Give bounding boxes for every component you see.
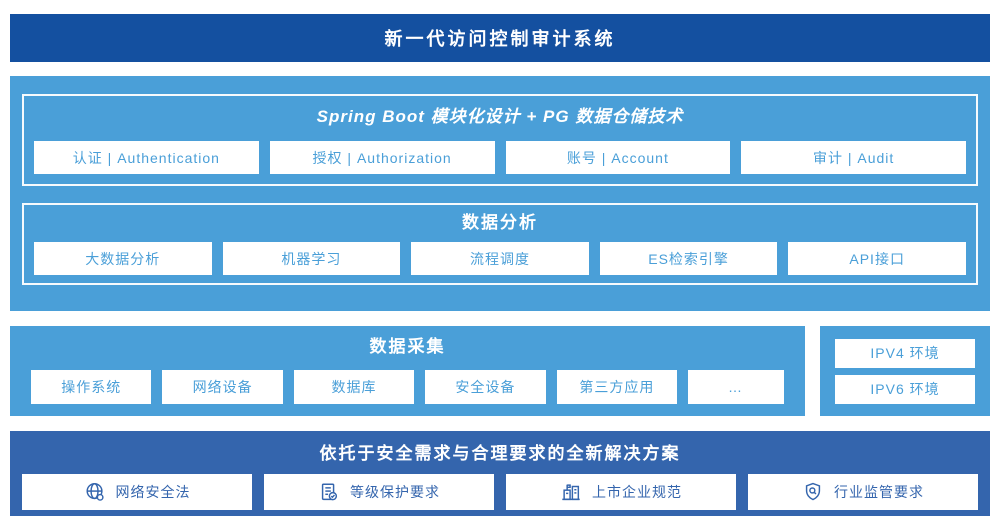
analysis-box-workflow: 流程调度: [411, 242, 589, 275]
env-box-ipv4: IPV4 环境: [835, 338, 975, 368]
solution-box-cybersecurity-law: 网络安全法: [22, 474, 252, 510]
analysis-panel: 数据分析 大数据分析 机器学习 流程调度 ES检索引擎 API接口: [22, 203, 978, 285]
shield-search-icon: [802, 481, 824, 503]
collection-box-database: 数据库: [293, 370, 415, 404]
env-panel: IPV4 环境 IPV6 环境: [820, 326, 990, 416]
analysis-row: 大数据分析 机器学习 流程调度 ES检索引擎 API接口: [34, 242, 966, 275]
modules-panel-title: Spring Boot 模块化设计 + PG 数据仓储技术: [316, 107, 684, 126]
analysis-box-bigdata: 大数据分析: [34, 242, 212, 275]
solution-box-level-protection: 等级保护要求: [264, 474, 494, 510]
solution-box-listed-company: 上市企业规范: [506, 474, 736, 510]
solution-label: 上市企业规范: [592, 484, 682, 500]
module-box-account: 账号 | Account: [505, 141, 731, 174]
system-title: 新一代访问控制审计系统: [384, 29, 616, 49]
globe-icon: [84, 481, 106, 503]
solution-label: 行业监管要求: [834, 484, 924, 500]
solution-row: 网络安全法 等级保护要求: [22, 474, 978, 510]
modules-row: 认证 | Authentication 授权 | Authorization 账…: [34, 141, 966, 174]
solution-label: 等级保护要求: [350, 484, 440, 500]
module-box-authentication: 认证 | Authentication: [34, 141, 259, 174]
collection-section: 数据采集 操作系统 网络设备 数据库 安全设备 第三方应用 … IPV4 环境 …: [10, 326, 990, 416]
system-title-banner: 新一代访问控制审计系统: [10, 14, 990, 62]
collection-box-more: …: [688, 370, 785, 404]
analysis-box-es: ES检索引擎: [599, 242, 778, 275]
env-box-ipv6: IPV6 环境: [835, 374, 975, 404]
module-box-authorization: 授权 | Authorization: [269, 141, 495, 174]
collection-box-network-device: 网络设备: [162, 370, 283, 404]
module-box-audit: 审计 | Audit: [741, 141, 966, 174]
solution-box-industry-regulation: 行业监管要求: [748, 474, 978, 510]
collection-row: 操作系统 网络设备 数据库 安全设备 第三方应用 …: [31, 370, 785, 404]
solution-section: 依托于安全需求与合理要求的全新解决方案 网络安全法: [10, 431, 990, 516]
solution-label: 网络安全法: [115, 484, 191, 500]
collection-panel: 数据采集 操作系统 网络设备 数据库 安全设备 第三方应用 …: [10, 326, 805, 416]
solution-title: 依托于安全需求与合理要求的全新解决方案: [319, 444, 681, 463]
analysis-box-ml: 机器学习: [222, 242, 401, 275]
collection-box-os: 操作系统: [31, 370, 152, 404]
collection-box-security-device: 安全设备: [425, 370, 546, 404]
collection-box-thirdparty: 第三方应用: [556, 370, 678, 404]
platform-section: Spring Boot 模块化设计 + PG 数据仓储技术 认证 | Authe…: [10, 76, 990, 311]
buildings-icon: [560, 481, 582, 503]
collection-panel-title: 数据采集: [369, 337, 446, 356]
analysis-panel-title: 数据分析: [462, 213, 538, 232]
analysis-box-api: API接口: [788, 242, 966, 275]
modules-panel: Spring Boot 模块化设计 + PG 数据仓储技术 认证 | Authe…: [22, 94, 978, 186]
document-check-icon: [318, 481, 340, 503]
